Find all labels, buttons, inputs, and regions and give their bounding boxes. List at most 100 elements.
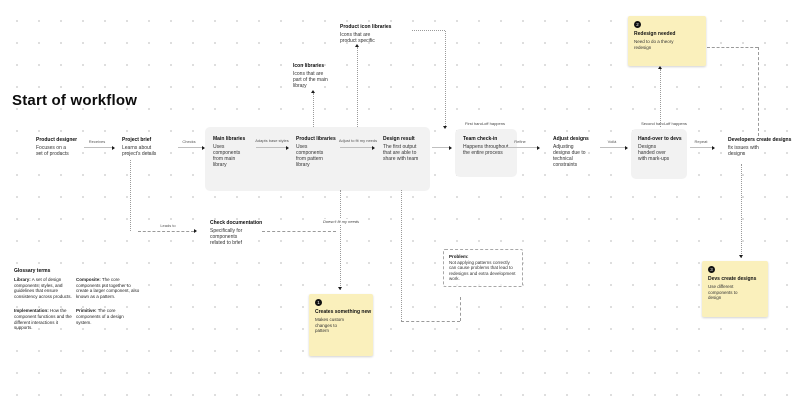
milestone-first-handoff: First hand-off happens [465,121,505,126]
sticky-body: Makes custom changes to pattern [315,317,345,333]
node-body: The first output that are able to share … [383,144,419,162]
arrowhead [372,145,375,150]
problem-title: Problem: [449,254,469,259]
sticky-number-badge: 3 [708,266,715,273]
sticky-creates-something-new[interactable]: 1 Creates something new Makes custom cha… [309,294,373,356]
note-body: Icons that are part of the main library [293,71,328,89]
connector-to-team-checkin[interactable] [432,145,452,150]
connector-checkdoc-right[interactable] [262,231,336,232]
connector-doesnt-fit[interactable] [340,190,341,290]
connector-brief-down[interactable] [130,160,131,231]
arrowhead [443,126,447,129]
glossary-definition: The core components of a design system. [76,308,124,325]
connector-leads-to[interactable] [138,231,194,232]
flow-node-developers-create[interactable]: Developers create designs fix issues wit… [728,137,792,157]
connector-label-doesnt-fit: Doesn't fit my needs [314,219,368,224]
connector-iconlib[interactable] [313,93,314,127]
glossary-term: Primitive: [76,308,97,314]
connector-product-iconlib-right[interactable] [412,30,445,31]
page-title[interactable]: Start of workflow [12,92,138,109]
glossary-item-primitive: Primitive: The core components of a desi… [76,308,140,325]
node-title: Hand-over to devs [638,136,682,142]
node-body: Uses components from pattern library [296,144,324,168]
node-title: Main libraries [213,136,246,142]
arrowhead [311,90,315,93]
team-checkin-box[interactable] [455,129,517,177]
sticky-body: Use different components to design [708,284,738,300]
connector-checks[interactable] [178,145,205,150]
sticky-body: Need to do a theory redesign [634,39,674,50]
connector-label-voila: Voilà [607,139,617,144]
note-body: Icons that are product specific [340,32,375,44]
note-title: Product icon libraries [340,24,392,30]
connector-label-checks: Checks [182,139,196,144]
flow-node-product-libraries[interactable]: Product libraries Uses components from p… [296,136,336,168]
node-title: Project brief [122,137,152,143]
node-title: Team check-in [463,136,498,142]
flow-node-adjust-designs[interactable]: Adjust designs Adjusting designs due to … [553,136,591,168]
arrowhead [537,145,540,150]
glossary-column-2: Composite: The core components put toget… [76,277,140,334]
problem-body: Not applying patterns correctly can caus… [449,260,516,282]
arrowhead [355,44,359,47]
connector-adjust-fit[interactable] [340,145,375,150]
connector-refine[interactable] [505,145,540,150]
connector-problem-v[interactable] [401,190,402,321]
note-check-documentation[interactable]: Check documentation Specifically for com… [210,220,262,246]
flow-node-project-brief[interactable]: Project brief Learns about project's det… [122,137,164,157]
note-body: Specifically for components related to b… [210,228,243,246]
connector-redesign-right[interactable] [707,47,758,48]
connector-label-receives: Receives [88,139,106,144]
sticky-number-badge: 2 [634,21,641,28]
node-body: fix issues with designs [728,145,759,157]
arrowhead [286,145,289,150]
connector-down-to-flow[interactable] [445,31,446,126]
connector-repeat[interactable] [690,145,715,150]
connector-label-adapts: Adapts base styles [255,138,289,143]
glossary-item-implementation: Implementation: How the component functi… [14,308,72,330]
problem-callout[interactable]: Problem: Not applying patterns correctly… [443,249,523,287]
connector-redesign-down[interactable] [758,47,759,136]
node-body: Learns about project's details [122,145,157,157]
connector-problem-up[interactable] [460,297,461,321]
connector-receives[interactable] [84,145,115,150]
sticky-devs-create-designs[interactable]: 3 Devs create designs Use different comp… [702,261,768,317]
flow-node-handover[interactable]: Hand-over to devs Designs handed over wi… [638,136,682,162]
node-body: Uses components from main library [213,144,241,168]
arrowhead [658,66,662,69]
note-icon-libraries[interactable]: Icon libraries Icons that are part of th… [293,63,335,89]
connector-adapts[interactable] [256,145,289,150]
connector-voila[interactable] [600,145,628,150]
flow-node-main-libraries[interactable]: Main libraries Uses components from main… [213,136,253,168]
sticky-redesign-needed[interactable]: 2 Redesign needed Need to do a theory re… [628,16,706,66]
sticky-number-badge: 1 [315,299,322,306]
sticky-title: Redesign needed [634,31,676,37]
node-body: Happens throughout the entire process [463,144,509,156]
note-product-icon-libraries[interactable]: Product icon libraries Icons that are pr… [340,24,394,44]
glossary-item-composite: Composite: The core components put toget… [76,277,140,299]
connector-label-leads-to: Leads to [160,223,176,228]
arrowhead [202,145,205,150]
connector-label-refine: Refine [514,139,526,144]
arrowhead [625,145,628,150]
arrowhead [112,145,115,150]
connector-redesign-note[interactable] [660,69,661,127]
libraries-group-box[interactable] [205,127,430,191]
connector-devs-sticky[interactable] [741,164,742,258]
connector-problem-h[interactable] [401,321,460,322]
sticky-title: Devs create designs [708,276,757,282]
node-title: Adjust designs [553,136,589,142]
node-title: Developers create designs [728,137,792,143]
connector-product-iconlib[interactable] [357,47,358,127]
glossary-definition: The core components put together to crea… [76,277,140,299]
sticky-title: Creates something new [315,309,372,315]
flow-node-design-result[interactable]: Design result The first output that are … [383,136,425,162]
arrowhead [449,145,452,150]
arrowhead [739,255,743,258]
handover-box[interactable] [631,129,687,179]
arrowhead [194,229,197,233]
node-title: Product designer [36,137,78,143]
flow-node-team-checkin[interactable]: Team check-in Happens throughout the ent… [463,136,511,156]
flow-node-product-designer[interactable]: Product designer Focuses on a set of pro… [36,137,78,157]
